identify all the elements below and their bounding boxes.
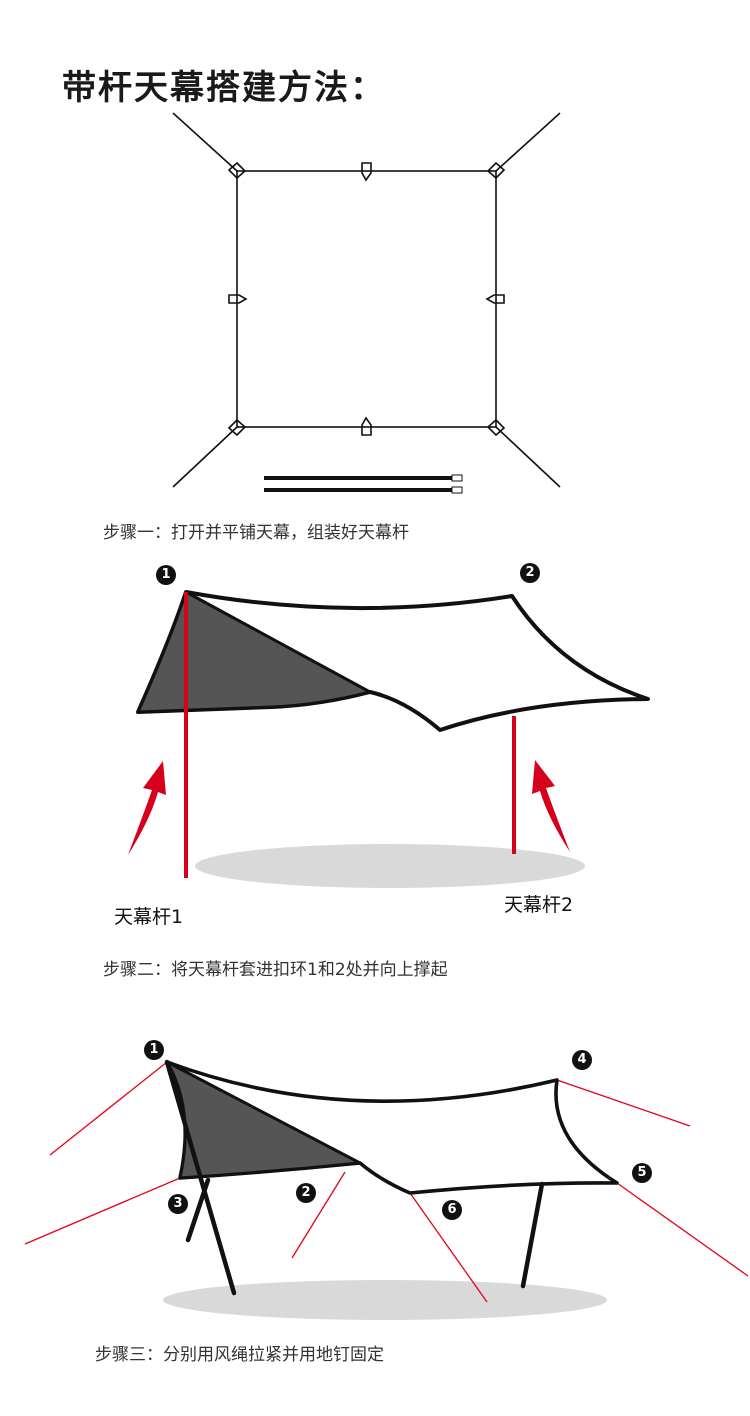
poles-flat bbox=[264, 474, 463, 494]
guy-line-bottom-left bbox=[172, 426, 238, 488]
marker-s3-2: 2 bbox=[296, 1183, 316, 1203]
marker-s3-6: 6 bbox=[442, 1200, 462, 1220]
rope-1 bbox=[49, 1061, 168, 1156]
pole-1-label: 天幕杆1 bbox=[114, 906, 184, 928]
page-title: 带杆天幕搭建方法： bbox=[62, 68, 386, 108]
mid-loop-left bbox=[228, 294, 248, 304]
ground-shadow bbox=[195, 844, 585, 888]
tarp-shade bbox=[165, 1060, 362, 1180]
guy-line-bottom-right bbox=[495, 426, 561, 488]
rope-5 bbox=[616, 1182, 749, 1277]
marker-s3-3: 3 bbox=[168, 1194, 188, 1214]
corner-loop-tr bbox=[486, 161, 506, 180]
guy-line-top-right bbox=[495, 112, 561, 172]
marker-s3-1: 1 bbox=[144, 1040, 164, 1060]
step2-diagram bbox=[128, 590, 650, 888]
mid-loop-top bbox=[361, 162, 372, 182]
step3-caption: 步骤三：分别用风绳拉紧并用地钉固定 bbox=[95, 1345, 384, 1365]
step2-caption: 步骤二：将天幕杆套进扣环1和2处并向上撑起 bbox=[103, 960, 448, 980]
rope-3 bbox=[24, 1177, 181, 1245]
pole-leg-right bbox=[520, 1181, 545, 1289]
marker-s3-4: 4 bbox=[572, 1050, 592, 1070]
mid-loop-bottom bbox=[361, 416, 372, 436]
rope-4 bbox=[556, 1079, 691, 1127]
marker-s2-2: 2 bbox=[520, 563, 540, 583]
lift-arrow-right bbox=[532, 760, 570, 852]
lift-arrow-left bbox=[128, 761, 166, 855]
marker-s3-5: 5 bbox=[632, 1163, 652, 1183]
rope-2 bbox=[291, 1171, 346, 1259]
marker-s2-1: 1 bbox=[156, 565, 176, 585]
ground-shadow bbox=[163, 1280, 607, 1320]
step1-caption: 步骤一：打开并平铺天幕，组装好天幕杆 bbox=[103, 523, 409, 543]
pole-leg-back-left bbox=[185, 1177, 211, 1243]
guy-line-top-left bbox=[172, 112, 238, 172]
pole-2-label: 天幕杆2 bbox=[504, 894, 574, 916]
corner-loop-tl bbox=[227, 161, 247, 180]
tarp-flat bbox=[236, 170, 497, 428]
corner-loop-br bbox=[486, 418, 506, 437]
pole-leg-front-left bbox=[164, 1059, 237, 1296]
corner-loop-bl bbox=[227, 418, 247, 437]
rope-6 bbox=[409, 1192, 488, 1303]
mid-loop-right bbox=[485, 294, 505, 304]
tarp-shade bbox=[136, 590, 372, 714]
step1-diagram bbox=[172, 112, 561, 494]
